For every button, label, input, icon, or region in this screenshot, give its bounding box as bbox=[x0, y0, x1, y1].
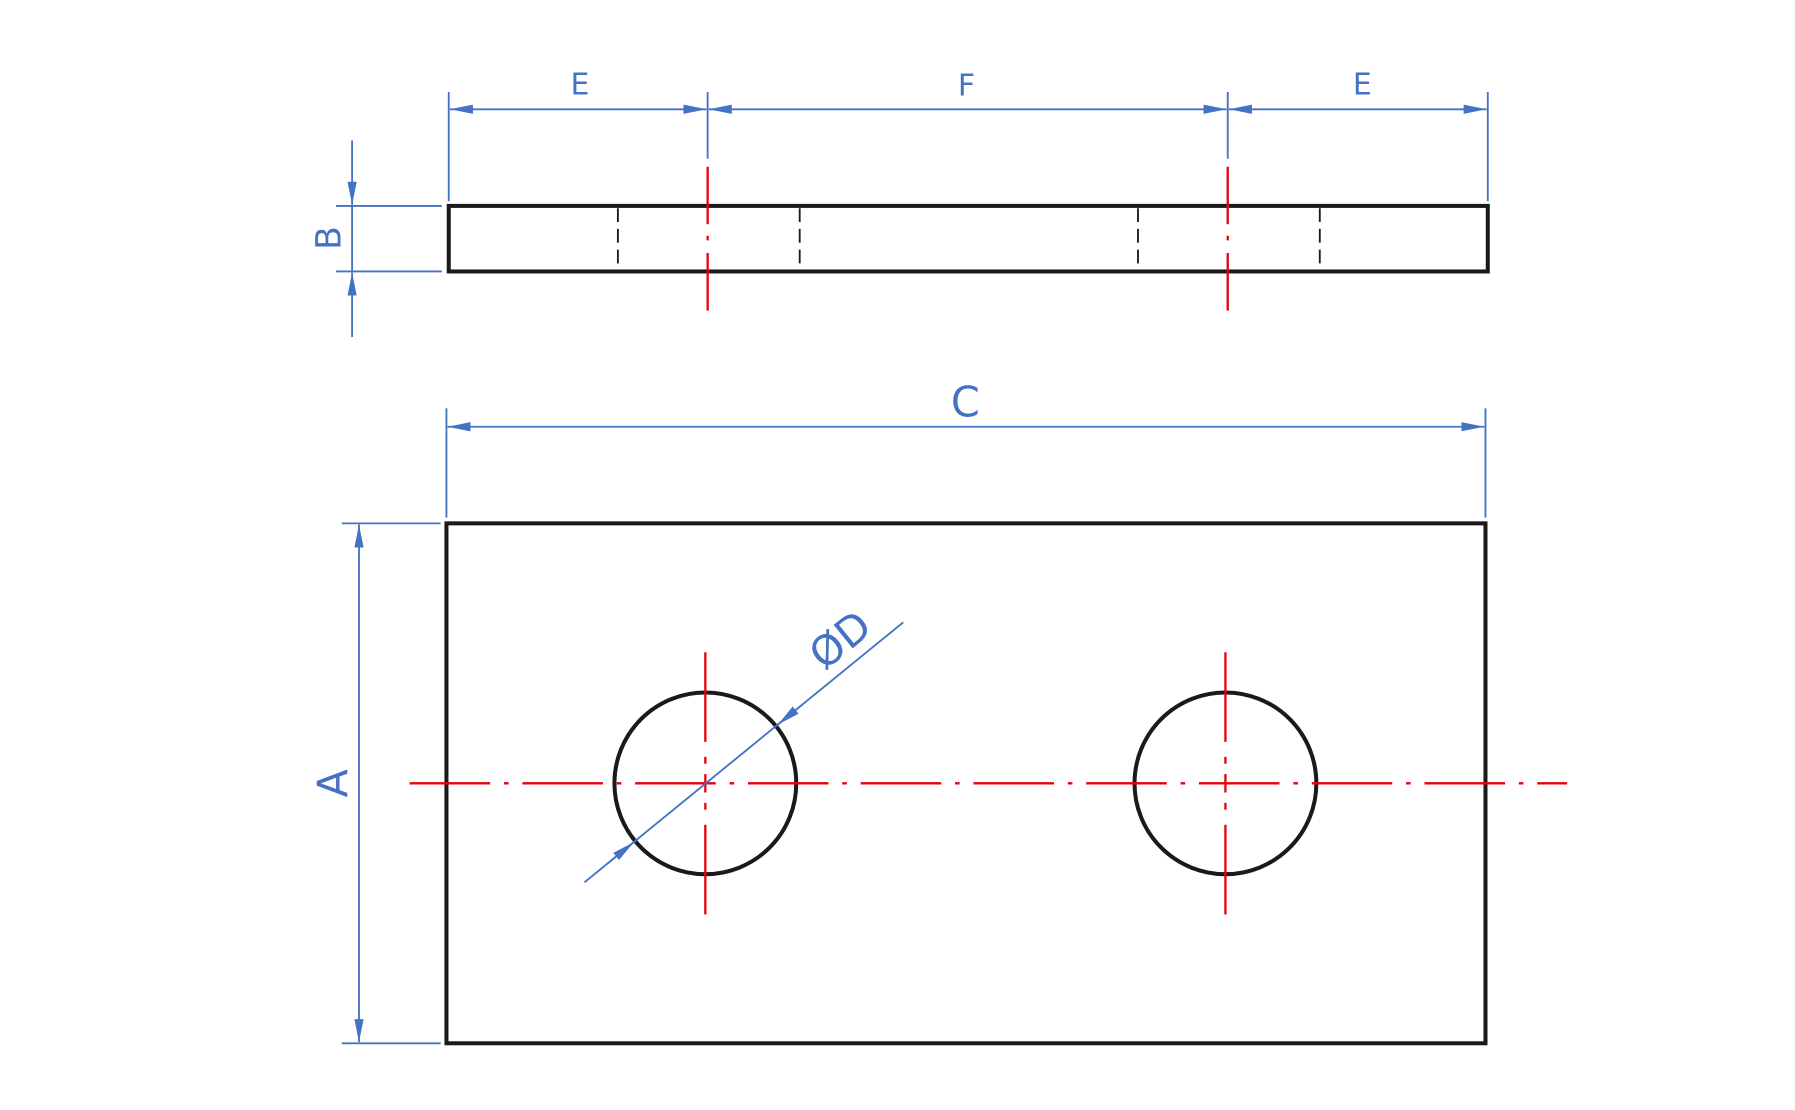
plan-view bbox=[409, 521, 1568, 1046]
side-view-outline bbox=[446, 203, 1490, 274]
label-e-right: E bbox=[1353, 67, 1372, 102]
label-e-left: E bbox=[570, 67, 589, 102]
dimension-a: A bbox=[309, 522, 441, 1045]
label-b: B bbox=[310, 226, 350, 250]
label-f: F bbox=[958, 68, 975, 103]
label-d: ØD bbox=[800, 601, 880, 679]
label-a: A bbox=[309, 769, 357, 797]
dimension-b: B bbox=[310, 140, 442, 338]
dimensions-top: E F E bbox=[447, 67, 1489, 202]
dimension-c: C bbox=[445, 378, 1487, 518]
label-c: C bbox=[951, 378, 980, 426]
side-view bbox=[446, 166, 1490, 311]
